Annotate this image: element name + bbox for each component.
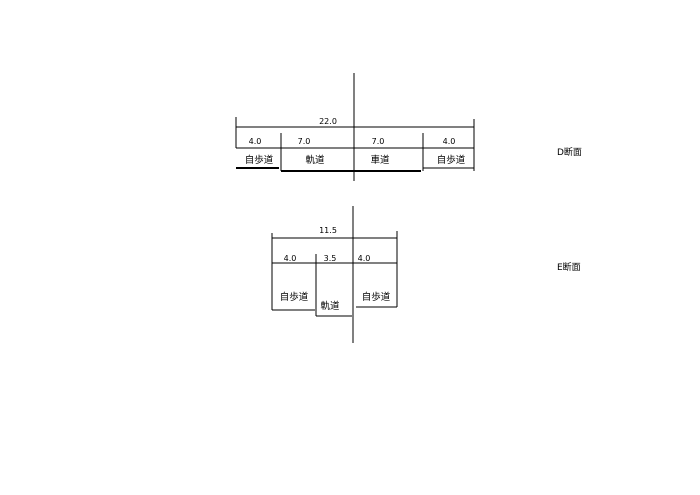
d-label-2: 軌道	[305, 154, 325, 166]
d-label-1: 自歩道	[245, 154, 274, 166]
d-seg-width-2: 7.0	[298, 137, 311, 146]
d-label-3: 車道	[370, 154, 390, 166]
d-section-title: D断面	[557, 146, 582, 158]
section-d: 22.0 4.0 7.0 7.0 4.0 自歩道 軌道 車道 自歩道 D断面	[235, 73, 582, 181]
d-seg-width-1: 4.0	[249, 137, 262, 146]
e-seg-width-1: 4.0	[284, 254, 297, 263]
e-label-1: 自歩道	[280, 291, 309, 303]
d-seg-width-3: 7.0	[372, 137, 385, 146]
d-seg-width-4: 4.0	[443, 137, 456, 146]
section-e: 11.5 4.0 3.5 4.0 自歩道 軌道 自歩道 E断面	[271, 206, 581, 343]
e-label-3: 自歩道	[362, 291, 391, 303]
d-total-width: 22.0	[319, 117, 337, 126]
e-section-title: E断面	[557, 261, 581, 273]
e-total-width: 11.5	[319, 226, 337, 235]
d-label-4: 自歩道	[437, 154, 466, 166]
e-seg-width-2: 3.5	[324, 254, 337, 263]
e-label-2: 軌道	[320, 300, 340, 312]
e-seg-width-3: 4.0	[358, 254, 371, 263]
